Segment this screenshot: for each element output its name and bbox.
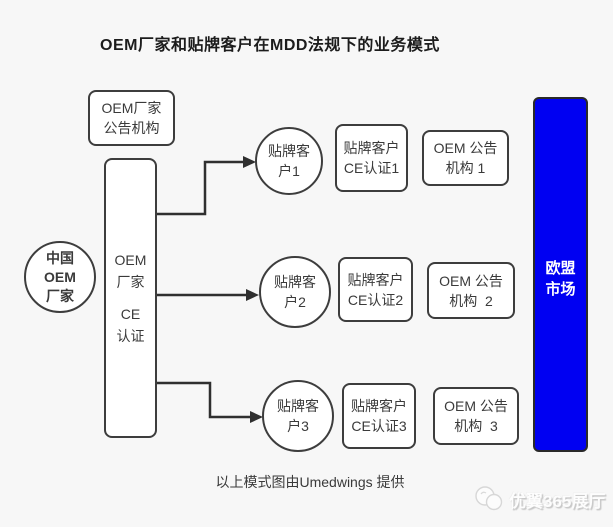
node-line: 户1 [278, 163, 300, 179]
node-line: 认证 [116, 328, 145, 344]
node-line: 市场 [545, 280, 576, 298]
node-line: 机构 1 [445, 160, 486, 176]
node-line: OEM [44, 268, 76, 285]
watermark: 优翼365展厅 [474, 486, 605, 513]
row-3-notified-body-node: OEM 公告 机构 3 [433, 387, 519, 445]
node-line: 公告机构 [103, 120, 160, 136]
row-1-notified-body-node: OEM 公告 机构 1 [422, 130, 509, 186]
node-line: OEM 公告 [439, 272, 503, 289]
node-line: 贴牌客 [277, 398, 319, 414]
row-3-customer-node: 贴牌客 户3 [262, 380, 334, 452]
node-line: CE认证1 [343, 160, 400, 176]
china-oem-factory-node: 中国 OEM 厂家 [24, 241, 96, 313]
arrow-to-customer-1 [156, 156, 256, 216]
caption: 以上模式图由Umedwings 提供 [215, 474, 405, 490]
node-line: CE认证3 [351, 418, 407, 434]
row-3-customer-ce-node: 贴牌客户 CE认证3 [342, 383, 416, 449]
node-line: CE [120, 306, 141, 322]
node-line: 中国 [46, 249, 74, 266]
node-line: 贴牌客 [268, 143, 310, 159]
node-line: 机构 2 [449, 292, 493, 309]
node-line: OEM [114, 252, 147, 268]
arrow-to-customer-3 [156, 381, 263, 423]
node-line: 厂家 [46, 287, 74, 304]
row-2-customer-ce-node: 贴牌客户 CE认证2 [338, 257, 413, 322]
row-2-customer-node: 贴牌客 户2 [259, 256, 331, 328]
node-line: OEM 公告 [433, 140, 498, 156]
eu-market-node: 欧盟 市场 [533, 97, 588, 452]
diagram-title: OEM厂家和贴牌客户在MDD法规下的业务模式 [100, 37, 440, 54]
arrow-to-customer-2 [156, 289, 259, 301]
node-line: 户2 [284, 294, 306, 310]
watermark-text: 优翼365展厅 [509, 492, 606, 511]
row-1-customer-node: 贴牌客 户1 [255, 127, 323, 195]
row-2-notified-body-node: OEM 公告 机构 2 [427, 262, 515, 319]
wings-logo-icon [475, 486, 503, 511]
row-1-customer-ce-node: 贴牌客户 CE认证1 [335, 124, 408, 192]
node-line: 贴牌客 [274, 274, 316, 290]
node-line: 贴牌客户 [347, 271, 404, 288]
node-line: 户3 [287, 418, 309, 434]
node-line: 欧盟 [545, 259, 576, 277]
node-line: 贴牌客户 [343, 140, 400, 156]
node-line: OEM厂家 [101, 100, 162, 116]
node-line: CE认证2 [347, 291, 404, 308]
node-line: 贴牌客户 [351, 398, 407, 414]
node-line: 机构 3 [454, 418, 498, 434]
oem-factory-ce-node: OEM 厂家 CE 认证 [104, 158, 157, 438]
oem-notified-body-node: OEM厂家 公告机构 [88, 90, 175, 146]
node-line: OEM 公告 [444, 398, 508, 414]
node-line: 厂家 [116, 274, 145, 290]
